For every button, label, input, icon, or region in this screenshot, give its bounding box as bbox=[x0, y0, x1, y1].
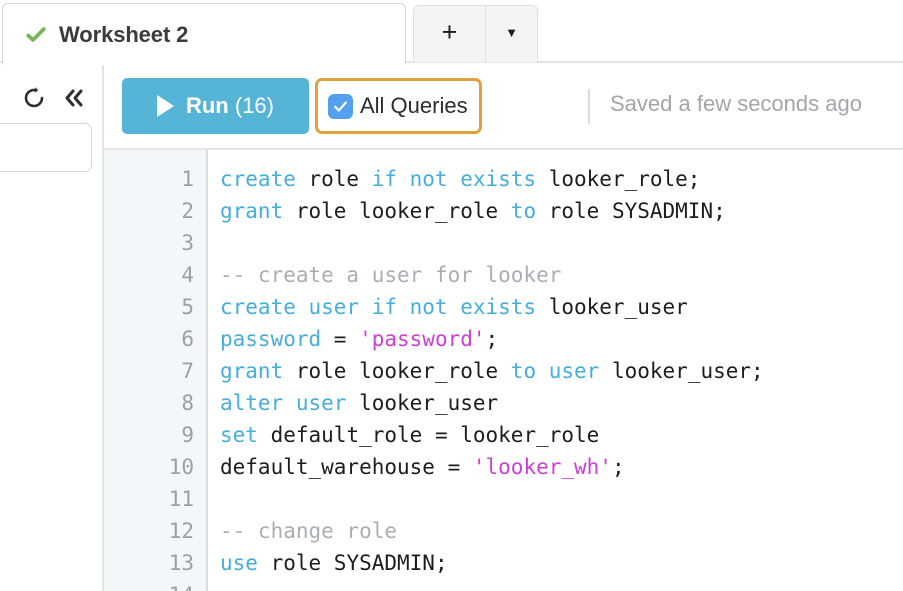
code-line[interactable]: create role if not exists looker_role; bbox=[210, 163, 903, 195]
code-token: looker_user bbox=[536, 295, 688, 319]
run-button-label: Run (16) bbox=[186, 93, 274, 119]
code-token: alter user bbox=[220, 391, 347, 415]
add-tab-button[interactable]: + bbox=[413, 5, 486, 62]
code-token: create user if not exists bbox=[220, 295, 537, 319]
checkmark-icon bbox=[334, 100, 348, 112]
code-token: ; bbox=[611, 455, 625, 479]
tab-add-group: + ▼ bbox=[413, 5, 538, 62]
all-queries-checkbox-group[interactable]: All Queries bbox=[315, 78, 482, 134]
search-input[interactable] bbox=[0, 123, 92, 172]
code-token: 'looker_wh' bbox=[472, 455, 612, 479]
refresh-icon[interactable] bbox=[22, 86, 46, 110]
code-token: default_role = looker_role bbox=[257, 423, 600, 447]
code-token: ; bbox=[485, 327, 499, 351]
code-token: create bbox=[220, 167, 296, 191]
line-number: 1 bbox=[181, 167, 194, 191]
play-icon bbox=[156, 95, 174, 117]
check-green-icon bbox=[26, 26, 46, 42]
code-token: looker_user bbox=[346, 391, 499, 415]
run-button[interactable]: Run (16) bbox=[122, 78, 309, 134]
code-token: role looker_role bbox=[283, 359, 511, 383]
code-line[interactable] bbox=[210, 227, 903, 259]
code-token: = bbox=[321, 327, 360, 351]
code-token: role SYSADMIN; bbox=[257, 551, 448, 575]
saved-status: Saved a few seconds ago bbox=[610, 91, 862, 116]
all-queries-label: All Queries bbox=[360, 93, 468, 118]
code-line[interactable]: -- create a user for looker bbox=[210, 259, 903, 291]
line-number: 3 bbox=[181, 231, 194, 255]
code-token: role SYSADMIN; bbox=[536, 199, 726, 223]
code-token: role looker_role bbox=[283, 199, 511, 223]
code-token: grant bbox=[220, 199, 284, 223]
rail-icon-group bbox=[22, 81, 102, 115]
code-token: -- change role bbox=[220, 519, 398, 543]
code-token: looker_role; bbox=[536, 167, 701, 191]
code-line[interactable]: use role SYSADMIN; bbox=[210, 547, 903, 579]
tab-title: Worksheet 2 bbox=[59, 21, 189, 47]
all-queries-checkbox[interactable] bbox=[328, 93, 353, 119]
code-token: default_warehouse = bbox=[220, 455, 473, 479]
line-number-gutter: 1234567891011121314 bbox=[104, 150, 208, 591]
code-token: use bbox=[220, 551, 258, 575]
line-number: 7 bbox=[181, 359, 194, 383]
line-number: 6 bbox=[181, 327, 194, 351]
editor-toolbar: Run (16) All Queries Saved a few seconds… bbox=[104, 63, 903, 150]
code-token: role bbox=[295, 167, 372, 191]
code-token: if not exists bbox=[371, 167, 537, 191]
tab-worksheet-2[interactable]: Worksheet 2 bbox=[2, 3, 406, 65]
code-line[interactable]: password = 'password'; bbox=[210, 323, 903, 355]
line-number: 12 bbox=[168, 519, 194, 543]
code-token: to user bbox=[510, 359, 600, 383]
code-token: looker_user; bbox=[599, 359, 764, 383]
code-token: to bbox=[510, 199, 537, 223]
code-line[interactable]: create user if not exists looker_user bbox=[210, 291, 903, 323]
code-token: set bbox=[220, 423, 258, 447]
code-line[interactable]: default_warehouse = 'looker_wh'; bbox=[210, 451, 903, 483]
code-line[interactable] bbox=[210, 483, 903, 515]
line-number: 8 bbox=[181, 391, 194, 415]
line-number: 10 bbox=[168, 455, 194, 479]
sql-editor[interactable]: 1234567891011121314 create role if not e… bbox=[104, 150, 903, 591]
run-button-text: Run bbox=[185, 93, 229, 118]
line-number: 9 bbox=[181, 423, 194, 447]
line-number: 4 bbox=[181, 263, 194, 287]
code-line[interactable]: set default_role = looker_role bbox=[210, 419, 903, 451]
left-rail bbox=[0, 63, 104, 591]
code-token: grant bbox=[220, 359, 284, 383]
line-number: 11 bbox=[168, 487, 194, 511]
code-token: 'password' bbox=[359, 327, 486, 351]
code-line[interactable] bbox=[210, 579, 903, 591]
tab-bar: Worksheet 2 + ▼ bbox=[0, 0, 903, 65]
run-button-count: (16) bbox=[234, 93, 274, 118]
code-area[interactable]: create role if not exists looker_role;gr… bbox=[210, 150, 903, 591]
line-number: 2 bbox=[181, 199, 194, 223]
code-line[interactable]: grant role looker_role to role SYSADMIN; bbox=[210, 195, 903, 227]
code-line[interactable]: alter user looker_user bbox=[210, 387, 903, 419]
chevron-down-icon[interactable]: ▼ bbox=[486, 5, 538, 62]
toolbar-separator bbox=[588, 89, 590, 124]
code-token: password bbox=[220, 327, 322, 351]
code-line[interactable]: -- change role bbox=[210, 515, 903, 547]
code-token: -- create a user for looker bbox=[220, 263, 562, 287]
line-number: 5 bbox=[181, 295, 194, 319]
code-line[interactable]: grant role looker_role to user looker_us… bbox=[210, 355, 903, 387]
line-number: 14 bbox=[104, 579, 206, 591]
line-number: 13 bbox=[168, 551, 194, 575]
double-chevron-left-icon[interactable] bbox=[62, 86, 86, 110]
